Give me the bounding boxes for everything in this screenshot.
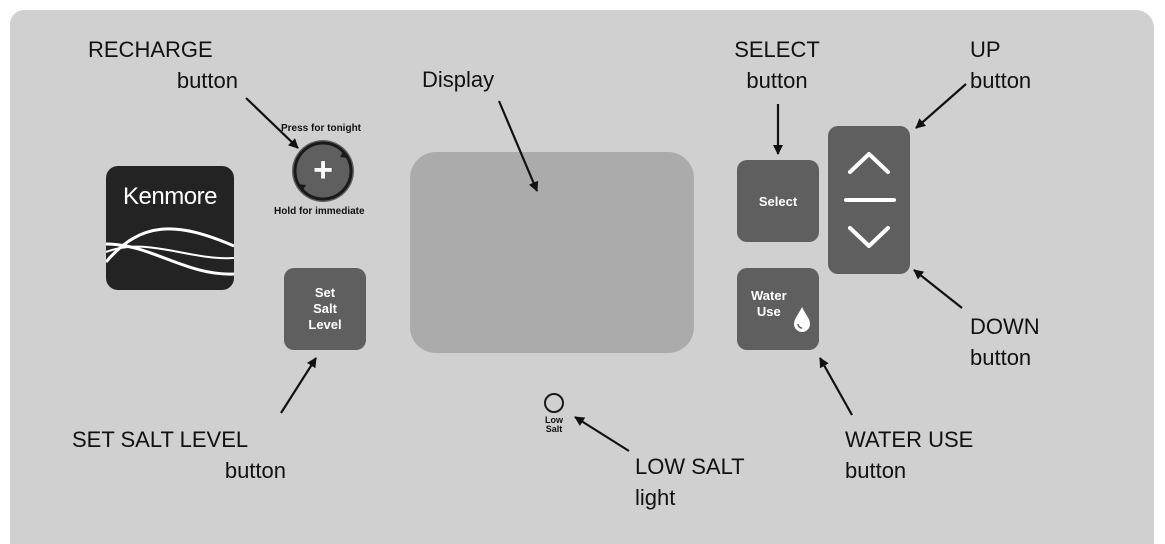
low-salt-line1: Low bbox=[545, 415, 563, 425]
callout-low-salt: LOW SALT light bbox=[635, 451, 745, 513]
chevron-down-icon bbox=[848, 226, 890, 248]
callout-recharge-line1: RECHARGE bbox=[88, 37, 213, 62]
callout-water-use: WATER USE button bbox=[845, 424, 973, 486]
down-button[interactable] bbox=[830, 204, 908, 272]
logo-wave-icon bbox=[106, 227, 234, 276]
water-use-button[interactable]: Water Use bbox=[737, 268, 819, 350]
callout-water-use-line1: WATER USE bbox=[845, 427, 974, 452]
set-salt-line2: Salt bbox=[313, 301, 337, 316]
select-button-label: Select bbox=[758, 193, 798, 209]
kenmore-logo: Kenmore bbox=[106, 166, 234, 290]
set-salt-line3: Level bbox=[308, 317, 342, 332]
recharge-top-label: Press for tonight bbox=[281, 123, 362, 134]
logo-text: Kenmore bbox=[123, 183, 217, 210]
callout-down-line1: DOWN bbox=[970, 314, 1040, 339]
low-salt-light-label: Low Salt bbox=[545, 416, 563, 434]
callout-down: DOWN button bbox=[970, 311, 1040, 373]
callout-select-line2: button bbox=[746, 68, 808, 93]
water-use-line2: Use bbox=[756, 304, 781, 319]
callout-up: UP button bbox=[970, 34, 1031, 96]
callout-water-use-line2: button bbox=[845, 458, 907, 483]
chevron-up-icon bbox=[848, 152, 890, 174]
water-use-line1: Water bbox=[751, 288, 787, 303]
callout-up-line1: UP bbox=[970, 37, 1001, 62]
select-button[interactable]: Select bbox=[737, 160, 819, 242]
callout-set-salt-line2: button bbox=[224, 458, 286, 483]
set-salt-line1: Set bbox=[314, 285, 336, 300]
callout-up-line2: button bbox=[970, 68, 1032, 93]
up-button[interactable] bbox=[830, 128, 908, 196]
recharge-bottom-label: Hold for immediate bbox=[274, 206, 365, 217]
callout-set-salt-level: SET SALT LEVEL button bbox=[72, 424, 286, 486]
callout-recharge: RECHARGE button bbox=[88, 34, 238, 96]
callout-select: SELECT button bbox=[715, 34, 839, 96]
low-salt-line2: Salt bbox=[545, 424, 563, 434]
callout-low-salt-line2: light bbox=[635, 485, 676, 510]
set-salt-level-button[interactable]: Set Salt Level bbox=[284, 268, 366, 350]
callout-display-line1: Display bbox=[422, 67, 495, 92]
callout-down-line2: button bbox=[970, 345, 1032, 370]
callout-display: Display bbox=[422, 64, 494, 95]
callout-recharge-line2: button bbox=[176, 68, 238, 93]
callout-low-salt-line1: LOW SALT bbox=[635, 454, 745, 479]
callout-select-line1: SELECT bbox=[734, 37, 820, 62]
water-drop-icon bbox=[794, 307, 810, 332]
callout-set-salt-line1: SET SALT LEVEL bbox=[72, 427, 249, 452]
display-screen bbox=[410, 152, 694, 353]
